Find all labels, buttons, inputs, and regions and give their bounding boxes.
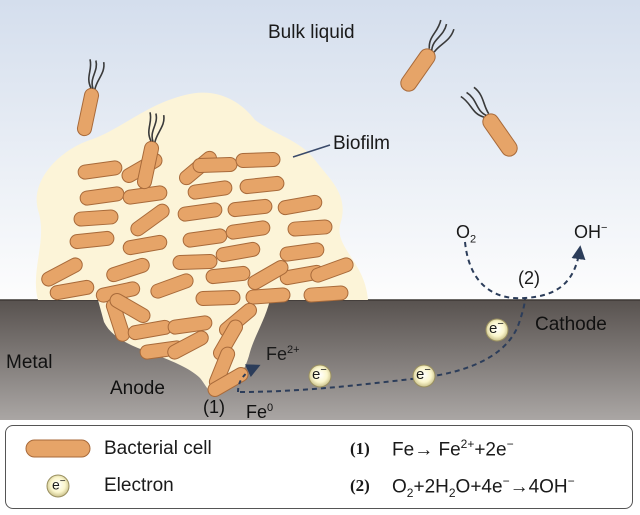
legend-bacterial-cell: Bacterial cell	[104, 438, 212, 459]
bacterial-cell-icon	[167, 330, 209, 360]
bacterial-cell-icon	[130, 203, 170, 237]
cathode-label: Cathode	[535, 314, 607, 335]
bacteria-cluster	[41, 150, 354, 397]
step-2-label: (2)	[518, 268, 540, 288]
hydroxide-label: OH−	[574, 222, 608, 242]
bulk-liquid-label: Bulk liquid	[268, 22, 355, 43]
electron-label: e−	[416, 364, 431, 383]
bacterial-cell-icon	[247, 260, 289, 290]
bacterial-cell-icon	[239, 175, 285, 195]
free-bacterium-2	[136, 112, 165, 190]
bacterial-cell-icon	[150, 273, 194, 299]
legend-electron-glyph: e−	[52, 476, 66, 493]
electron-icon	[412, 364, 436, 388]
bacterial-cell-icon	[167, 315, 213, 335]
bacterial-cell-icon	[122, 234, 168, 256]
biofilm-leader-line	[292, 144, 331, 158]
bacterial-cell-icon	[277, 194, 323, 216]
bacterial-cell-icon	[279, 242, 325, 262]
bacterial-cell-icon	[235, 151, 281, 169]
electron-icon	[485, 318, 509, 342]
bacterial-cell-icon	[205, 265, 251, 285]
arrow-icon: →	[414, 439, 434, 461]
electron-icon	[46, 474, 70, 498]
bacterial-cell-icon	[41, 257, 83, 287]
legend-box: Bacterial cell e− Electron (1) Fe→ Fe2++…	[5, 425, 633, 509]
bacterial-cell-icon	[49, 279, 95, 301]
step-1-label: (1)	[203, 397, 225, 417]
legend-equation-1-number: (1)	[350, 439, 370, 458]
bacterial-cell-icon	[213, 319, 243, 361]
bacterial-cell-icon	[106, 257, 150, 283]
bacterial-cell-icon	[227, 198, 273, 218]
bacterial-cell-icon	[69, 230, 115, 250]
bacterial-cell-icon	[77, 160, 123, 180]
anode-label: Anode	[110, 378, 165, 399]
electron-path	[239, 297, 526, 393]
electron-label: e−	[489, 318, 504, 337]
bacterial-cell-icon	[195, 289, 241, 307]
bacterial-cell-icon	[215, 241, 261, 263]
bacterial-cell-icon	[172, 253, 218, 271]
bacterial-cell-icon	[287, 219, 333, 237]
o2-label: O2	[456, 222, 477, 246]
bacterial-cell-icon	[73, 209, 119, 227]
bacterial-cell-icon	[310, 257, 354, 283]
metal-label: Metal	[6, 352, 53, 373]
legend-equation-1: Fe→ Fe2++2e−	[392, 437, 514, 461]
cathode-reaction-arc	[464, 241, 586, 300]
bacterial-cell-icon	[225, 220, 271, 240]
fe0-label: Fe0	[246, 402, 274, 422]
bacterial-cell-icon	[303, 285, 349, 303]
free-bacterium-3	[400, 19, 455, 92]
electron-icon	[308, 364, 332, 388]
legend-equation-2: O2+2H2O+4e−→4OH−	[392, 474, 575, 501]
free-bacterium-1	[76, 59, 105, 137]
legend-equation-2-number: (2)	[350, 476, 370, 495]
free-bacterium-4	[460, 86, 518, 157]
arrow-icon: →	[509, 476, 529, 498]
legend-electron: Electron	[104, 475, 174, 496]
bacterial-cell-icon	[79, 186, 125, 206]
bacterial-cell-icon	[245, 287, 291, 305]
bacterial-cell-icon	[25, 439, 91, 458]
biofilm-label: Biofilm	[333, 133, 391, 154]
fe-dissolution-arrow	[237, 364, 261, 393]
bacterial-cell-icon	[187, 180, 233, 200]
biofilm-corrosion-scene	[0, 0, 640, 420]
fe2-ion-label: Fe2+	[266, 344, 300, 364]
electron-label: e−	[312, 364, 327, 383]
bacterial-cell-icon	[109, 293, 151, 323]
bacterial-cell-icon	[177, 202, 223, 222]
bacterial-cell-icon	[192, 156, 238, 174]
